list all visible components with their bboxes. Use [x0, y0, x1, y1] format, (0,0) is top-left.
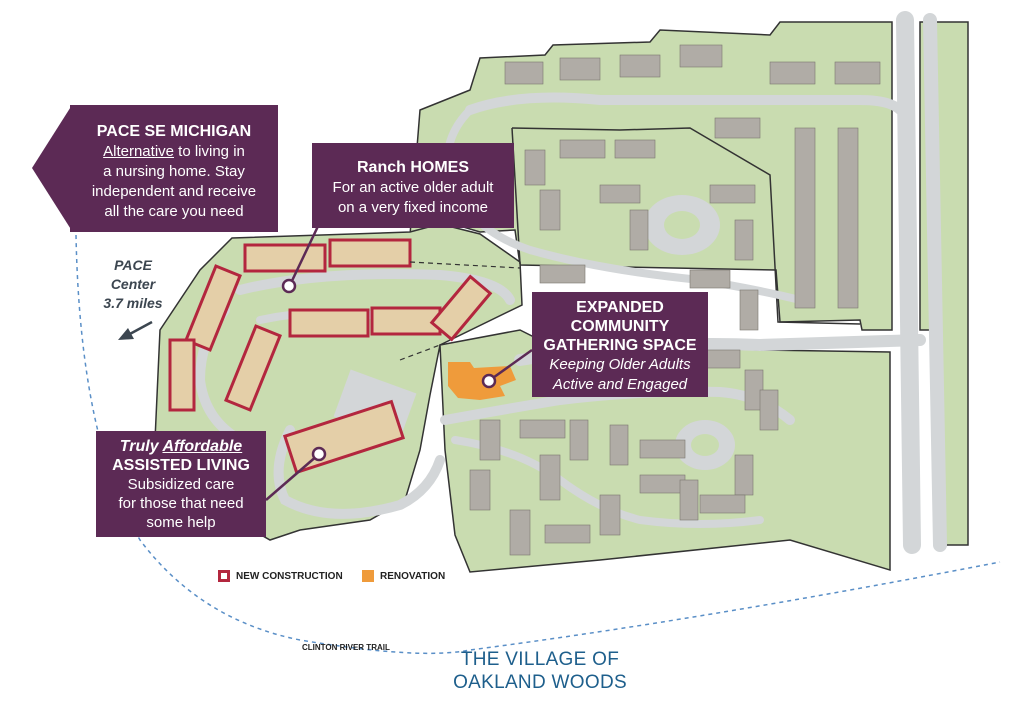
- assisted-title: ASSISTED LIVING: [112, 457, 250, 474]
- legend-new-label: NEW CONSTRUCTION: [236, 570, 343, 582]
- new-construction-buildings: [168, 238, 493, 475]
- pace-line1: to living in: [174, 143, 245, 160]
- ranch-line2: on a very fixed income: [337, 199, 489, 216]
- gathering-line1: Keeping Older Adults: [549, 356, 691, 373]
- pace-line2: a nursing home. Stay: [103, 163, 245, 180]
- arrow-icon: [118, 320, 153, 340]
- callout-leaders: [265, 221, 533, 501]
- gathering-title2: COMMUNITY: [570, 318, 670, 335]
- gathering-title3: GATHERING SPACE: [543, 337, 697, 354]
- pace-center-line1: PACE: [114, 257, 152, 273]
- roundabout-center: [664, 211, 700, 239]
- ranch-title: Ranch HOMES: [356, 159, 469, 176]
- gathering-callout: EXPANDED COMMUNITY GATHERING SPACE Keepi…: [532, 292, 708, 397]
- assisted-pre: Truly: [119, 438, 163, 455]
- pace-center-label: PACE Center 3.7 miles: [98, 256, 168, 313]
- pace-center-line2: Center: [110, 276, 156, 292]
- village-title: THE VILLAGE OF OAKLAND WOODS: [440, 648, 640, 694]
- pace-alternative: Alternative: [103, 143, 174, 160]
- existing-buildings: [469, 44, 881, 556]
- legend-renovation-label: RENOVATION: [380, 570, 446, 582]
- pace-callout: PACE SE MICHIGAN Alternative to living i…: [70, 105, 278, 232]
- pace-title: PACE SE MICHIGAN: [96, 123, 252, 140]
- gathering-title1: EXPANDED: [576, 299, 664, 316]
- new-construction-swatch: [218, 570, 230, 582]
- pace-callout-pointer: [32, 105, 72, 231]
- ranch-line1: For an active older adult: [332, 179, 494, 196]
- dashed-lines: [399, 261, 521, 361]
- roundabout-center: [691, 434, 719, 456]
- assisted-line2: for those that need: [118, 495, 244, 512]
- gathering-line2: Active and Engaged: [552, 376, 688, 393]
- village-title-line1: THE VILLAGE OF: [460, 649, 620, 670]
- assisted-line1: Subsidized care: [127, 476, 235, 493]
- legend-new-construction: NEW CONSTRUCTION: [218, 570, 343, 582]
- assisted-callout: Truly Affordable ASSISTED LIVING Subsidi…: [96, 431, 266, 537]
- pace-center-distance: 3.7 miles: [103, 295, 163, 311]
- pace-line4: all the care you need: [104, 203, 244, 220]
- parcel-boundary: [511, 127, 861, 325]
- pace-line3: independent and receive: [91, 183, 257, 200]
- ranch-callout: Ranch HOMES For an active older adult on…: [312, 143, 514, 228]
- assisted-affordable: Affordable: [162, 438, 243, 455]
- legend-renovation: RENOVATION: [362, 570, 445, 582]
- trail-label: CLINTON RIVER TRAIL: [302, 643, 390, 652]
- village-title-line2: OAKLAND WOODS: [453, 672, 627, 693]
- renovation-swatch: [362, 570, 374, 582]
- assisted-line3: some help: [146, 514, 216, 531]
